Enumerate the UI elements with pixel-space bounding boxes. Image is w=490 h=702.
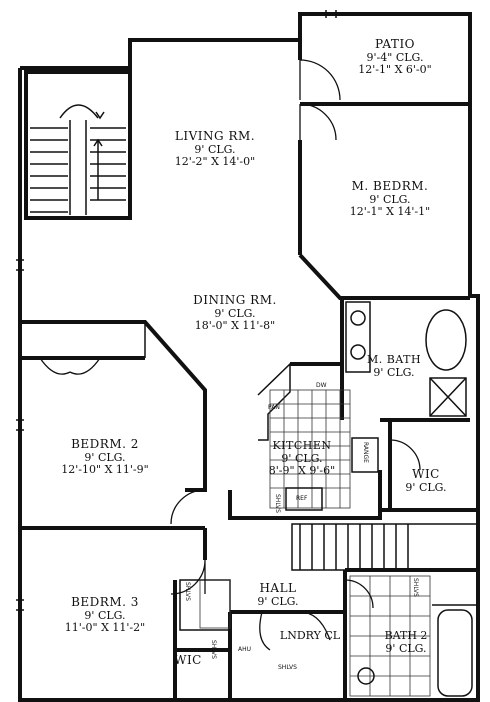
room-ceiling: 9' CLG. xyxy=(405,480,447,494)
room-dimensions: 18'-0" X 11'-8" xyxy=(194,319,276,333)
room-ceiling: 9' CLG. xyxy=(281,451,323,465)
mbath-sink-1 xyxy=(350,310,366,326)
upper-stair-treads xyxy=(30,104,126,215)
lower-stair-treads xyxy=(299,524,409,570)
room-name: WIC xyxy=(412,467,440,481)
laundry-door-2 xyxy=(299,611,331,641)
room-dimensions: 12'-1" X 6'-0" xyxy=(358,63,432,77)
room-dimensions: 12'-1" X 14'-1" xyxy=(349,205,431,219)
shower-x2 xyxy=(429,377,467,417)
exterior-wall xyxy=(18,12,480,702)
laundry-door-1 xyxy=(259,611,271,651)
bed3-door xyxy=(170,559,206,595)
room-name: LIVING RM. xyxy=(174,129,256,143)
room-name: PATIO xyxy=(374,37,416,51)
room-name: WIC xyxy=(174,653,202,667)
room-ceiling: 9' CLG. xyxy=(84,608,126,622)
room-name: M. BEDRM. xyxy=(351,179,429,193)
room-ceiling: 9' CLG. xyxy=(214,306,256,320)
shower xyxy=(429,377,467,417)
bedroom2-label: BEDRM. 2 9' CLG. 12'-10" X 11'-9" xyxy=(45,437,165,477)
bath2-tiles xyxy=(349,575,431,697)
kitchen-counter xyxy=(290,362,344,420)
room-name: KITCHEN xyxy=(272,439,332,452)
room-ceiling: 9'-4" CLG. xyxy=(366,50,424,64)
bed3-shelves-label: SHLVS xyxy=(210,640,217,659)
kitchen-shelves-label: SHLVS xyxy=(274,494,281,513)
laundry-label: LNDRY CL xyxy=(270,629,350,643)
bath2-toilet xyxy=(357,667,375,685)
kitchen-label: KITCHEN 9' CLG. 8'-9" X 9'-6" xyxy=(262,439,342,478)
bath-shelves-label: SHLVS xyxy=(412,578,419,597)
dining-room-label: DINING RM. 9' CLG. 18'-0" X 11'-8" xyxy=(180,293,290,333)
room-ceiling: 9' CLG. xyxy=(373,365,415,379)
bed2-door xyxy=(170,489,206,525)
wic3-label: WIC xyxy=(168,653,208,668)
living-master-door xyxy=(299,103,337,141)
garden-tub xyxy=(425,309,467,371)
room-name: BEDRM. 2 xyxy=(71,437,139,451)
bedroom3-label: BEDRM. 3 9' CLG. 11'-0" X 11'-2" xyxy=(50,595,160,635)
room-dimensions: 11'-0" X 11'-2" xyxy=(64,621,146,635)
master-wic-label: WIC 9' CLG. xyxy=(396,467,456,494)
pantry-label: PAN xyxy=(268,404,280,411)
master-bedroom-label: M. BEDRM. 9' CLG. 12'-1" X 14'-1" xyxy=(335,179,445,219)
master-south-wall xyxy=(298,253,470,300)
patio-door xyxy=(299,59,341,101)
room-ceiling: 9' CLG. xyxy=(369,192,411,206)
room-name: M. BATH xyxy=(366,353,422,366)
hall-floor xyxy=(199,579,231,629)
room-name: BATH 2 xyxy=(384,629,428,642)
room-ceiling: 9' CLG. xyxy=(194,142,236,156)
kitchen-south-wall xyxy=(228,470,382,520)
laundry-shelves-label: SHLVS xyxy=(278,664,297,671)
air-handler-label: AHU xyxy=(238,646,252,653)
dishwasher-label: DW xyxy=(316,382,327,389)
room-dimensions: 12'-2" X 14'-0" xyxy=(174,155,256,169)
room-ceiling: 9' CLG. xyxy=(385,641,427,655)
lower-stair xyxy=(291,523,479,571)
refrigerator xyxy=(285,487,323,511)
living-room-label: LIVING RM. 9' CLG. 12'-2" X 14'-0" xyxy=(160,129,270,169)
hall-shelves-label: SHLVS xyxy=(184,582,191,601)
room-name: DINING RM. xyxy=(193,293,277,307)
kitchen-counter-inner xyxy=(257,362,291,441)
master-bath-label: M. BATH 9' CLG. xyxy=(366,353,422,379)
room-name: HALL xyxy=(259,581,297,595)
bed2-closet-door xyxy=(39,357,101,375)
wic-door xyxy=(389,439,421,471)
range xyxy=(351,437,379,473)
mbath-sink-2 xyxy=(350,344,366,360)
range-label: RANGE xyxy=(362,442,369,463)
hall-label: HALL 9' CLG. xyxy=(248,581,308,608)
room-dimensions: 12'-10" X 11'-9" xyxy=(61,463,149,477)
mbath-vanity xyxy=(345,301,371,373)
patio-label: PATIO 9'-4" CLG. 12'-1" X 6'-0" xyxy=(345,37,445,77)
bathtub xyxy=(437,609,473,697)
bath2-label: BATH 2 9' CLG. xyxy=(378,629,434,655)
windows xyxy=(16,10,337,611)
room-name: LNDRY CL xyxy=(279,629,341,642)
room-ceiling: 9' CLG. xyxy=(257,594,299,608)
kitchen-floor xyxy=(269,389,351,509)
stair-enclosure xyxy=(24,70,132,220)
room-ceiling: 9' CLG. xyxy=(84,450,126,464)
room-dimensions: 8'-9" X 9'-6" xyxy=(268,464,336,478)
bath2-door xyxy=(344,579,374,609)
room-name: BEDRM. 3 xyxy=(71,595,139,609)
refrigerator-label: REF xyxy=(296,495,308,502)
